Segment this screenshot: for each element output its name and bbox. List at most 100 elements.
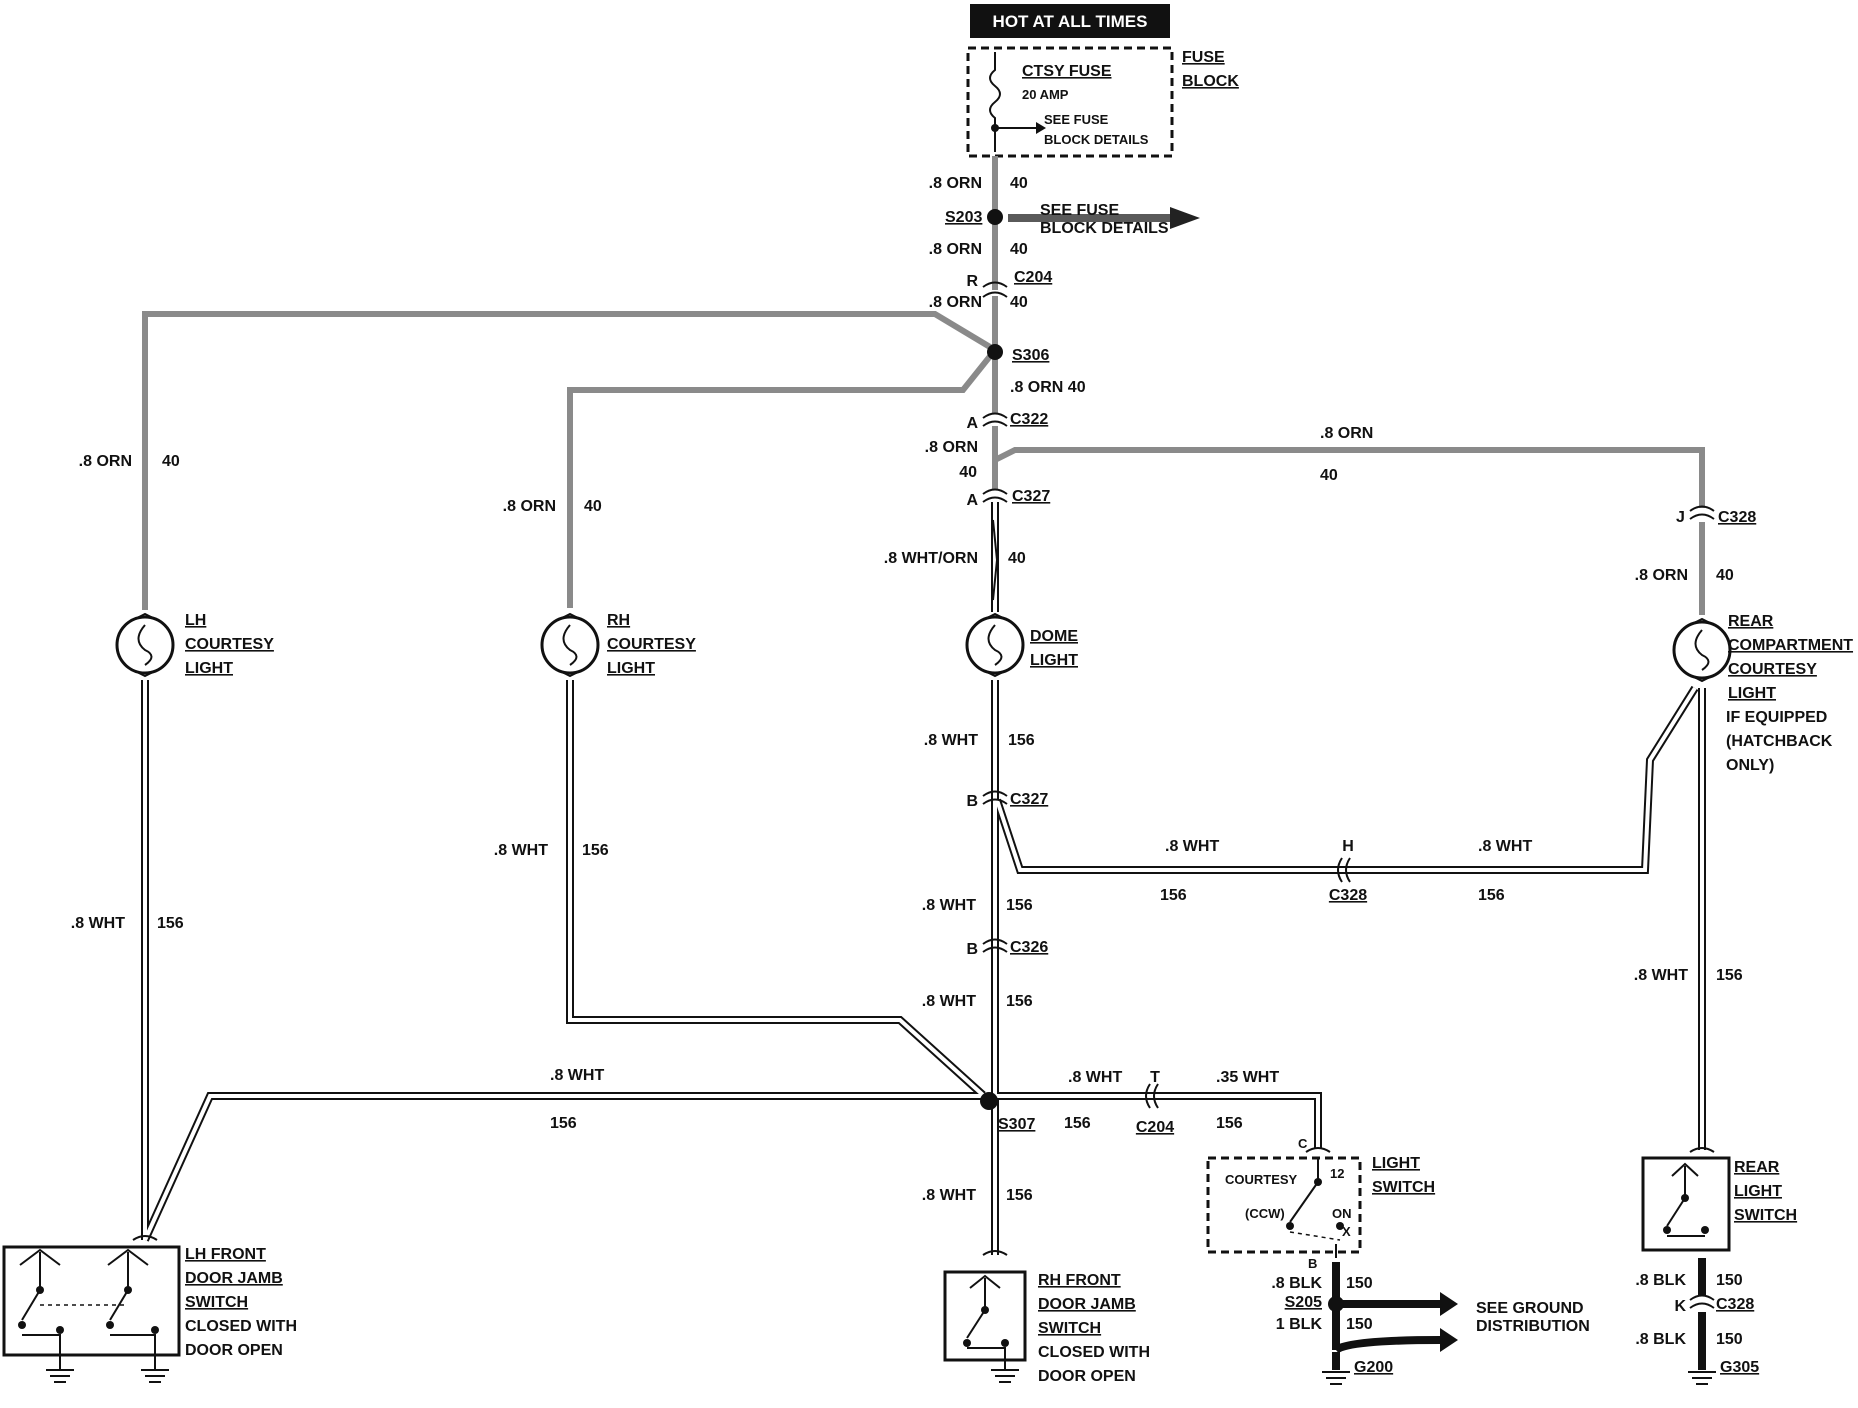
connector-c322 xyxy=(982,412,1008,427)
rear-light-switch-label-1: REAR xyxy=(1734,1159,1780,1176)
rear-light-switch-label-3: SWITCH xyxy=(1734,1207,1797,1224)
splice-s306-label: S306 xyxy=(1012,347,1049,364)
light-switch-pin-c: C xyxy=(1298,1136,1308,1151)
fuse-details-arrow-icon xyxy=(1036,122,1046,134)
splice-s205 xyxy=(1328,1296,1344,1312)
fuse-block-title-1: FUSE xyxy=(1182,49,1225,66)
ctsy-fuse-label: CTSY FUSE xyxy=(1022,63,1112,80)
wire-circuit-156-rh: 156 xyxy=(582,842,609,859)
c322-pin: A xyxy=(966,415,978,432)
rh-front-switch-note-1: CLOSED WITH xyxy=(1038,1344,1150,1361)
wire-label-wht-dome: .8 WHT xyxy=(924,732,978,749)
hot-at-all-times-label: HOT AT ALL TIMES xyxy=(993,12,1148,31)
splice-s306 xyxy=(987,344,1003,360)
blk-wiring-rear xyxy=(1688,1258,1716,1385)
rear-light-label-1: REAR xyxy=(1728,613,1774,630)
wire-circuit-40-lh: 40 xyxy=(162,453,180,470)
lh-front-switch-label-3: SWITCH xyxy=(185,1294,248,1311)
wire-circuit-40-3: 40 xyxy=(1010,294,1028,311)
lh-light-label-3: LIGHT xyxy=(185,660,233,677)
connector-c204-bottom xyxy=(1145,1083,1159,1109)
wire-circuit-40-2: 40 xyxy=(1010,241,1028,258)
wire-label-wht-orn: .8 WHT/ORN xyxy=(884,550,978,567)
light-switch-on: ON xyxy=(1332,1206,1352,1221)
connector-c204-top xyxy=(982,281,1008,298)
light-switch-courtesy: COURTESY xyxy=(1225,1172,1298,1187)
rear-light-switch-label-2: LIGHT xyxy=(1734,1183,1782,1200)
wire-circuit-156-035: 156 xyxy=(1216,1115,1243,1132)
wire-label-orn-2: .8 ORN xyxy=(929,241,982,258)
rear-light-switch-icon xyxy=(1641,1147,1731,1252)
wire-circuit-156-rh-switch: 156 xyxy=(1006,1187,1033,1204)
wire-circuit-40-rh: 40 xyxy=(584,498,602,515)
wire-circuit-150-1: 150 xyxy=(1346,1275,1373,1292)
lh-front-switch-label-2: DOOR JAMB xyxy=(185,1270,283,1287)
splice-s307-label: S307 xyxy=(998,1116,1035,1133)
lh-front-switch-note-2: DOOR OPEN xyxy=(185,1342,283,1359)
splice-s205-label: S205 xyxy=(1285,1294,1322,1311)
wire-circuit-156-c204: 156 xyxy=(1064,1115,1091,1132)
wire-circuit-156-mid: 156 xyxy=(1006,897,1033,914)
wire-label-035-wht: .35 WHT xyxy=(1216,1069,1279,1086)
rear-light-note-2: (HATCHBACK xyxy=(1726,733,1833,750)
wht-wiring xyxy=(141,680,1706,1255)
blk-wiring-light-switch xyxy=(1322,1262,1458,1385)
light-switch-pin-12: 12 xyxy=(1330,1166,1344,1181)
see-fuse-block-details-1: SEE FUSE xyxy=(1040,202,1119,219)
rear-light-note-1: IF EQUIPPED xyxy=(1726,709,1827,726)
wire-circuit-150-2: 150 xyxy=(1346,1316,1373,1333)
fuse-details-label-1: SEE FUSE xyxy=(1044,112,1109,127)
connector-c328-top xyxy=(1689,505,1715,520)
wire-circuit-40-5: 40 xyxy=(1008,550,1026,567)
c327-bottom-label: C327 xyxy=(1010,791,1048,808)
wire-circuit-40-1: 40 xyxy=(1010,175,1028,192)
c204-top-label: C204 xyxy=(1014,269,1052,286)
see-fuse-block-details-2: BLOCK DETAILS xyxy=(1040,220,1169,237)
connector-c328-mid xyxy=(1337,857,1351,883)
wire-label-wht-rear: .8 WHT xyxy=(1634,967,1688,984)
c328-top-pin: J xyxy=(1676,509,1685,526)
c328-bottom-pin: K xyxy=(1674,1298,1686,1315)
c327-bottom-pin: B xyxy=(966,793,978,810)
rh-courtesy-light-icon xyxy=(540,612,600,678)
rear-light-label-3: COURTESY xyxy=(1728,661,1817,678)
wire-label-blk-08: .8 BLK xyxy=(1271,1275,1322,1292)
rh-front-switch-label-3: SWITCH xyxy=(1038,1320,1101,1337)
wire-label-wht-horizontal: .8 WHT xyxy=(550,1067,604,1084)
c204-bottom-label: C204 xyxy=(1136,1119,1174,1136)
wire-circuit-150-rear-1: 150 xyxy=(1716,1272,1743,1289)
ground-g200-label: G200 xyxy=(1354,1359,1393,1376)
rear-light-label-2: COMPARTMENT xyxy=(1728,637,1853,654)
c328-mid-label: C328 xyxy=(1329,887,1367,904)
light-switch-pin-b: B xyxy=(1308,1256,1317,1271)
wire-label-wht-c328-left: .8 WHT xyxy=(1165,838,1219,855)
lh-courtesy-light-icon xyxy=(115,612,175,678)
wire-circuit-156-lower: 156 xyxy=(1006,993,1033,1010)
wire-circuit-156-c328-left: 156 xyxy=(1160,887,1187,904)
splice-s307 xyxy=(980,1092,998,1110)
rear-light-label-4: LIGHT xyxy=(1728,685,1776,702)
wire-circuit-40-rear: 40 xyxy=(1320,467,1338,484)
light-switch-label-1: LIGHT xyxy=(1372,1155,1420,1172)
c326-label: C326 xyxy=(1010,939,1048,956)
rh-front-switch-label-1: RH FRONT xyxy=(1038,1272,1121,1289)
c327-top-label: C327 xyxy=(1012,488,1050,505)
wire-label-orn-rear: .8 ORN xyxy=(1320,425,1373,442)
wire-label-orn-4: .8 ORN xyxy=(925,439,978,456)
dome-light-icon xyxy=(965,612,1025,678)
lh-light-label-1: LH xyxy=(185,612,206,629)
lh-light-label-2: COURTESY xyxy=(185,636,274,653)
connector-c326 xyxy=(982,938,1008,953)
fuse-icon xyxy=(989,52,1001,152)
rh-light-label-2: COURTESY xyxy=(607,636,696,653)
see-ground-distribution-2: DISTRIBUTION xyxy=(1476,1318,1590,1335)
wire-label-orn-3: .8 ORN xyxy=(929,294,982,311)
connector-c327-bottom xyxy=(982,790,1008,805)
wire-circuit-156-horizontal: 156 xyxy=(550,1115,577,1132)
rh-light-label-3: LIGHT xyxy=(607,660,655,677)
rear-light-note-3: ONLY) xyxy=(1726,757,1774,774)
wire-circuit-156-lh: 156 xyxy=(157,915,184,932)
wire-circuit-40-4: 40 xyxy=(959,464,977,481)
hot-at-all-times-banner xyxy=(970,4,1170,38)
